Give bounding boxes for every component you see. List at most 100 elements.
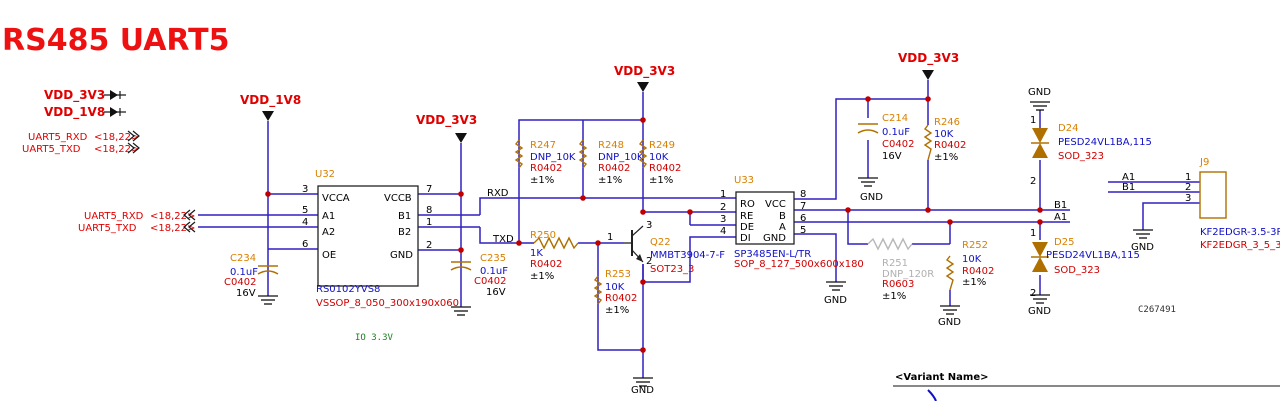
svg-text:R0402: R0402 — [605, 293, 637, 304]
ground-symbol-c234 — [258, 295, 278, 305]
connector-j9: J9 A1 B1 1 2 3 KF2EDGR-3.5-3P KF2EDGR_3_… — [1122, 157, 1280, 251]
svg-text:GND: GND — [860, 192, 883, 203]
ground-symbol-u33: GND — [824, 281, 847, 306]
power-symbol-vdd-3v3-u32: VDD_3V3 — [416, 113, 477, 307]
svg-text:<Variant Name>: <Variant Name> — [895, 372, 989, 383]
svg-text:<18,22>: <18,22> — [94, 132, 139, 143]
svg-text:RS0102YVS8: RS0102YVS8 — [316, 284, 380, 295]
svg-text:R0402: R0402 — [530, 259, 562, 270]
svg-text:2: 2 — [646, 256, 652, 267]
ground-symbol-d25: GND — [1028, 294, 1051, 317]
svg-text:GND: GND — [763, 233, 786, 244]
variant-name-block: <Variant Name> — [893, 372, 1280, 401]
power-symbol-vdd-3v3-u33: VDD_3V3 — [898, 51, 959, 99]
svg-text:2: 2 — [426, 240, 432, 251]
svg-text:GND: GND — [390, 250, 413, 261]
svg-text:B2: B2 — [398, 227, 411, 238]
svg-text:R0402: R0402 — [649, 163, 681, 174]
svg-text:16V: 16V — [882, 151, 902, 162]
svg-text:B: B — [779, 211, 786, 222]
svg-text:DNP_10K: DNP_10K — [530, 152, 576, 163]
svg-text:16V: 16V — [486, 287, 506, 298]
resistor-r253: R253 10K R0402 ±1% — [593, 269, 637, 316]
resistor-r251: R251 DNP_120R R0603 ±1% — [867, 237, 934, 302]
power-port-1v8: VDD_1V8 — [44, 105, 126, 120]
svg-text:C235: C235 — [480, 253, 506, 264]
svg-text:0.1uF: 0.1uF — [230, 267, 258, 278]
svg-text:SOT23_3: SOT23_3 — [650, 264, 694, 275]
ground-symbol-c214: GND — [858, 177, 883, 203]
svg-text:UART5_TXD: UART5_TXD — [78, 223, 137, 234]
junction-dots — [265, 96, 1043, 353]
svg-text:1: 1 — [1030, 228, 1036, 239]
svg-text:KF2EDGR-3.5-3P: KF2EDGR-3.5-3P — [1200, 227, 1280, 238]
net-label-txd: TXD — [492, 234, 514, 245]
svg-text:U32: U32 — [315, 169, 335, 180]
svg-text:KF2EDGR_3_5_3: KF2EDGR_3_5_3 — [1200, 240, 1280, 251]
svg-text:GND: GND — [1028, 306, 1051, 317]
svg-text:RO: RO — [740, 199, 755, 210]
port-uart5-rxd-top: UART5_RXD <18,22> — [28, 130, 140, 143]
svg-text:2: 2 — [1185, 182, 1191, 193]
svg-text:VCCB: VCCB — [384, 193, 412, 204]
svg-text:U33: U33 — [734, 175, 754, 186]
svg-text:J9: J9 — [1199, 157, 1209, 168]
resistor-r246: R246 10K R0402 ±1% — [923, 117, 966, 163]
diode-d25: D25 PESD24VL1BA,115 SOD_323 1 2 — [1030, 228, 1140, 299]
ground-symbol-c235 — [451, 306, 471, 316]
svg-text:8: 8 — [426, 205, 432, 216]
svg-text:UART5_RXD: UART5_RXD — [84, 211, 144, 222]
svg-text:Q22: Q22 — [650, 237, 671, 248]
svg-text:A1: A1 — [322, 211, 335, 222]
svg-text:R250: R250 — [530, 230, 556, 241]
transistor-q22: 1 3 2 Q22 MMBT3904-7-F SOT23_3 — [607, 220, 725, 275]
svg-text:R0402: R0402 — [962, 266, 994, 277]
svg-text:OE: OE — [322, 250, 336, 261]
wire-net — [198, 98, 1200, 378]
svg-text:16V: 16V — [236, 288, 256, 299]
svg-text:<18,22>: <18,22> — [150, 211, 195, 222]
net-label-rxd: RXD — [487, 188, 509, 199]
svg-text:4: 4 — [302, 217, 308, 228]
svg-text:2: 2 — [720, 202, 726, 213]
svg-text:5: 5 — [302, 205, 308, 216]
svg-text:1: 1 — [607, 232, 613, 243]
svg-text:C0402: C0402 — [224, 277, 256, 288]
svg-text:A2: A2 — [322, 227, 335, 238]
svg-text:0.1uF: 0.1uF — [882, 127, 910, 138]
resistor-r249: R249 10K R0402 ±1% — [638, 139, 681, 186]
svg-text:4: 4 — [720, 226, 726, 237]
io-voltage-note: IO 3.3V — [355, 333, 394, 343]
svg-text:±1%: ±1% — [934, 152, 958, 163]
net-label-b1: B1 — [1054, 200, 1067, 211]
svg-text:R0402: R0402 — [530, 163, 562, 174]
svg-text:R0603: R0603 — [882, 279, 914, 290]
svg-text:10K: 10K — [934, 129, 954, 140]
svg-text:VDD_3V3: VDD_3V3 — [614, 64, 675, 79]
svg-text:7: 7 — [426, 184, 432, 195]
svg-text:±1%: ±1% — [649, 175, 673, 186]
svg-text:RE: RE — [740, 211, 753, 222]
svg-text:1: 1 — [720, 189, 726, 200]
resistor-r247: R247 DNP_10K R0402 ±1% — [514, 139, 576, 186]
svg-text:B1: B1 — [1122, 182, 1135, 193]
svg-text:±1%: ±1% — [605, 305, 629, 316]
port-uart5-txd: UART5_TXD <18,22> — [78, 221, 195, 234]
svg-text:MMBT3904-7-F: MMBT3904-7-F — [650, 250, 725, 261]
svg-text:3: 3 — [720, 214, 726, 225]
svg-text:C0402: C0402 — [474, 276, 506, 287]
ground-symbol-r252: GND — [938, 305, 961, 328]
svg-text:10K: 10K — [962, 254, 982, 265]
svg-text:3: 3 — [1185, 193, 1191, 204]
svg-text:PESD24VL1BA,115: PESD24VL1BA,115 — [1046, 250, 1140, 261]
component-code: C267491 — [1138, 305, 1176, 315]
svg-text:DE: DE — [740, 222, 754, 233]
svg-text:7: 7 — [800, 201, 806, 212]
ground-symbol-q22: GND — [631, 377, 654, 396]
capacitor-c234: C234 0.1uF C0402 16V — [224, 253, 279, 299]
svg-text:PESD24VL1BA,115: PESD24VL1BA,115 — [1058, 137, 1152, 148]
svg-text:2: 2 — [1030, 176, 1036, 187]
svg-text:<18,22>: <18,22> — [150, 223, 195, 234]
power-symbol-vdd-1v8: VDD_1V8 — [240, 93, 301, 296]
svg-text:GND: GND — [938, 317, 961, 328]
